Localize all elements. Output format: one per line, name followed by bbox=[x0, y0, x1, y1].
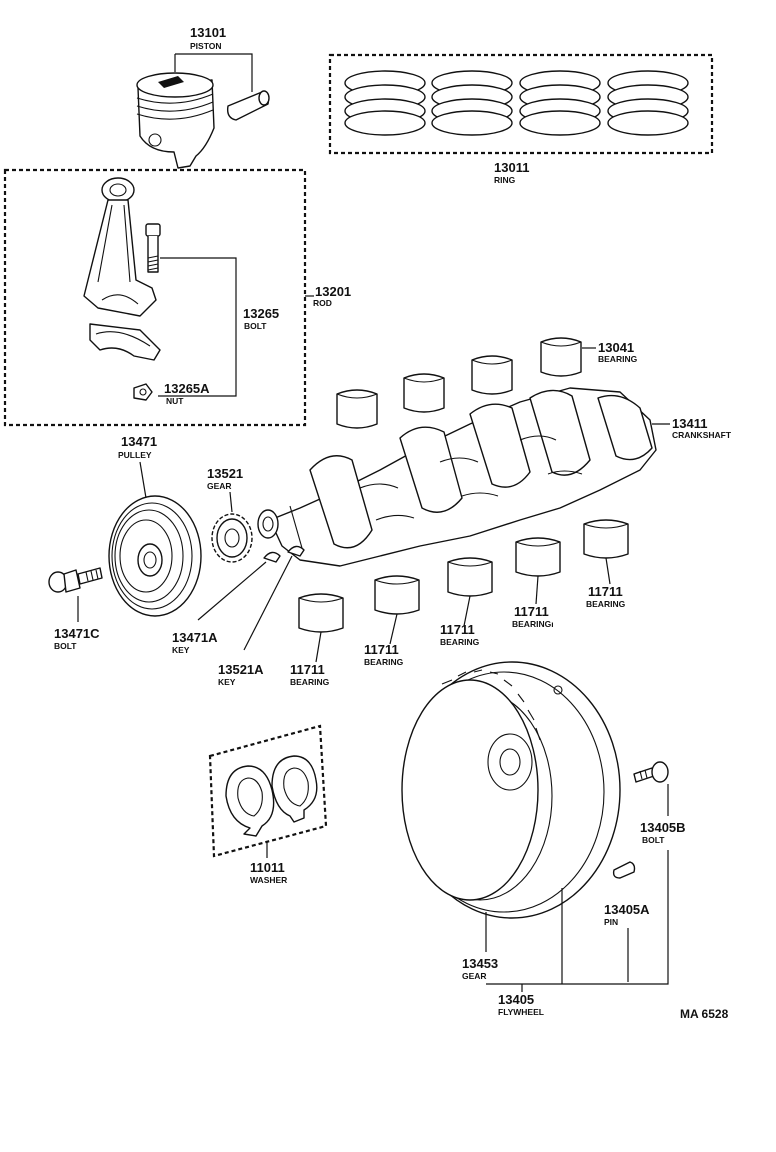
rod-bolt-name: BOLT bbox=[244, 321, 267, 331]
flywheel-bracket bbox=[486, 850, 669, 985]
bearing-d-number: 11711 bbox=[514, 604, 549, 619]
rings-drawing bbox=[344, 70, 689, 136]
piston-drawing bbox=[136, 72, 270, 169]
key-13521a-leader bbox=[243, 555, 293, 651]
upper-bearings-drawing bbox=[336, 337, 582, 429]
diagram-code: MA 6528 bbox=[680, 1007, 729, 1021]
bearing-d-name: BEARINGı bbox=[512, 619, 554, 629]
pulley-drawing bbox=[108, 495, 202, 617]
ring-number: 13011 bbox=[494, 160, 529, 175]
crank-gear-drawing bbox=[211, 513, 253, 563]
gear-13521-leader bbox=[229, 491, 233, 513]
piston-number: 13101 bbox=[190, 25, 226, 40]
bearing-b-leader bbox=[389, 613, 398, 645]
rod-nut-number: 13265A bbox=[164, 381, 210, 396]
bearing-c-number: 11711 bbox=[440, 622, 475, 637]
bearing-e-name: BEARING bbox=[586, 599, 626, 609]
key-13471a-number: 13471A bbox=[172, 630, 218, 645]
pulley-number: 13471 bbox=[121, 434, 157, 449]
key-13521a-number: 13521A bbox=[218, 662, 264, 677]
washer-drawing bbox=[225, 755, 318, 837]
flywheel-bolt-name: BOLT bbox=[642, 835, 665, 845]
key-13471a-leader bbox=[197, 561, 267, 621]
bearing-e-number: 11711 bbox=[588, 584, 623, 599]
washer-number: 11011 bbox=[250, 860, 285, 875]
washer-name: WASHER bbox=[250, 875, 287, 885]
flywheel-pin-drawing bbox=[612, 861, 636, 879]
pulley-leader bbox=[139, 461, 147, 499]
key-13471a-name: KEY bbox=[172, 645, 190, 655]
piston-leader bbox=[174, 53, 253, 92]
flywheel-bolt-number: 13405B bbox=[640, 820, 686, 835]
pulley-bolt-number: 13471C bbox=[54, 626, 100, 641]
pulley-bolt-name: BOLT bbox=[54, 641, 77, 651]
bearing-a-name: BEARING bbox=[290, 677, 330, 687]
key-13521a-name: KEY bbox=[218, 677, 236, 687]
rings-group-box bbox=[328, 53, 714, 155]
bearing-13041-number: 13041 bbox=[598, 340, 634, 355]
rod-bolt-number: 13265 bbox=[243, 306, 279, 321]
pulley-bolt-drawing bbox=[48, 567, 103, 593]
flywheel-pin-number: 13405A bbox=[604, 902, 650, 917]
bearing-e-leader bbox=[605, 557, 611, 585]
gear-13521-number: 13521 bbox=[207, 466, 243, 481]
ring-gear-number: 13453 bbox=[462, 956, 498, 971]
crankshaft-name: CRANKSHAFT bbox=[672, 430, 732, 440]
flywheel-pin-name: PIN bbox=[604, 917, 618, 927]
piston-name: PISTON bbox=[190, 41, 222, 51]
rod-number: 13201 bbox=[315, 284, 351, 299]
gear-13521-name: GEAR bbox=[207, 481, 232, 491]
rod-bolt-leader bbox=[158, 257, 237, 397]
flywheel-name: FLYWHEEL bbox=[498, 1007, 544, 1017]
rod-drawing bbox=[83, 177, 161, 401]
bearing-d-leader bbox=[535, 575, 539, 605]
ring-gear-name: GEAR bbox=[462, 971, 487, 981]
crankshaft-number: 13411 bbox=[672, 416, 707, 431]
rod-nut-name: NUT bbox=[166, 396, 184, 406]
rod-group-box bbox=[3, 168, 307, 427]
flywheel-bolt-drawing bbox=[633, 761, 669, 783]
lower-bearings-drawing bbox=[298, 519, 629, 633]
keys-drawing bbox=[263, 545, 305, 563]
bearing-a-leader bbox=[315, 631, 322, 663]
flywheel-drawing bbox=[401, 661, 621, 919]
ring-name: RING bbox=[494, 175, 516, 185]
bearing-c-name: BEARING bbox=[440, 637, 480, 647]
pulley-name: PULLEY bbox=[118, 450, 152, 460]
bearing-a-number: 11711 bbox=[290, 662, 325, 677]
bearing-b-number: 11711 bbox=[364, 642, 399, 657]
rod-name: ROD bbox=[313, 298, 332, 308]
crankshaft-drawing bbox=[257, 387, 657, 567]
bearing-c-leader bbox=[463, 595, 471, 627]
flywheel-number: 13405 bbox=[498, 992, 534, 1007]
bearing-13041-name: BEARING bbox=[598, 354, 638, 364]
bearing-b-name: BEARING bbox=[364, 657, 404, 667]
